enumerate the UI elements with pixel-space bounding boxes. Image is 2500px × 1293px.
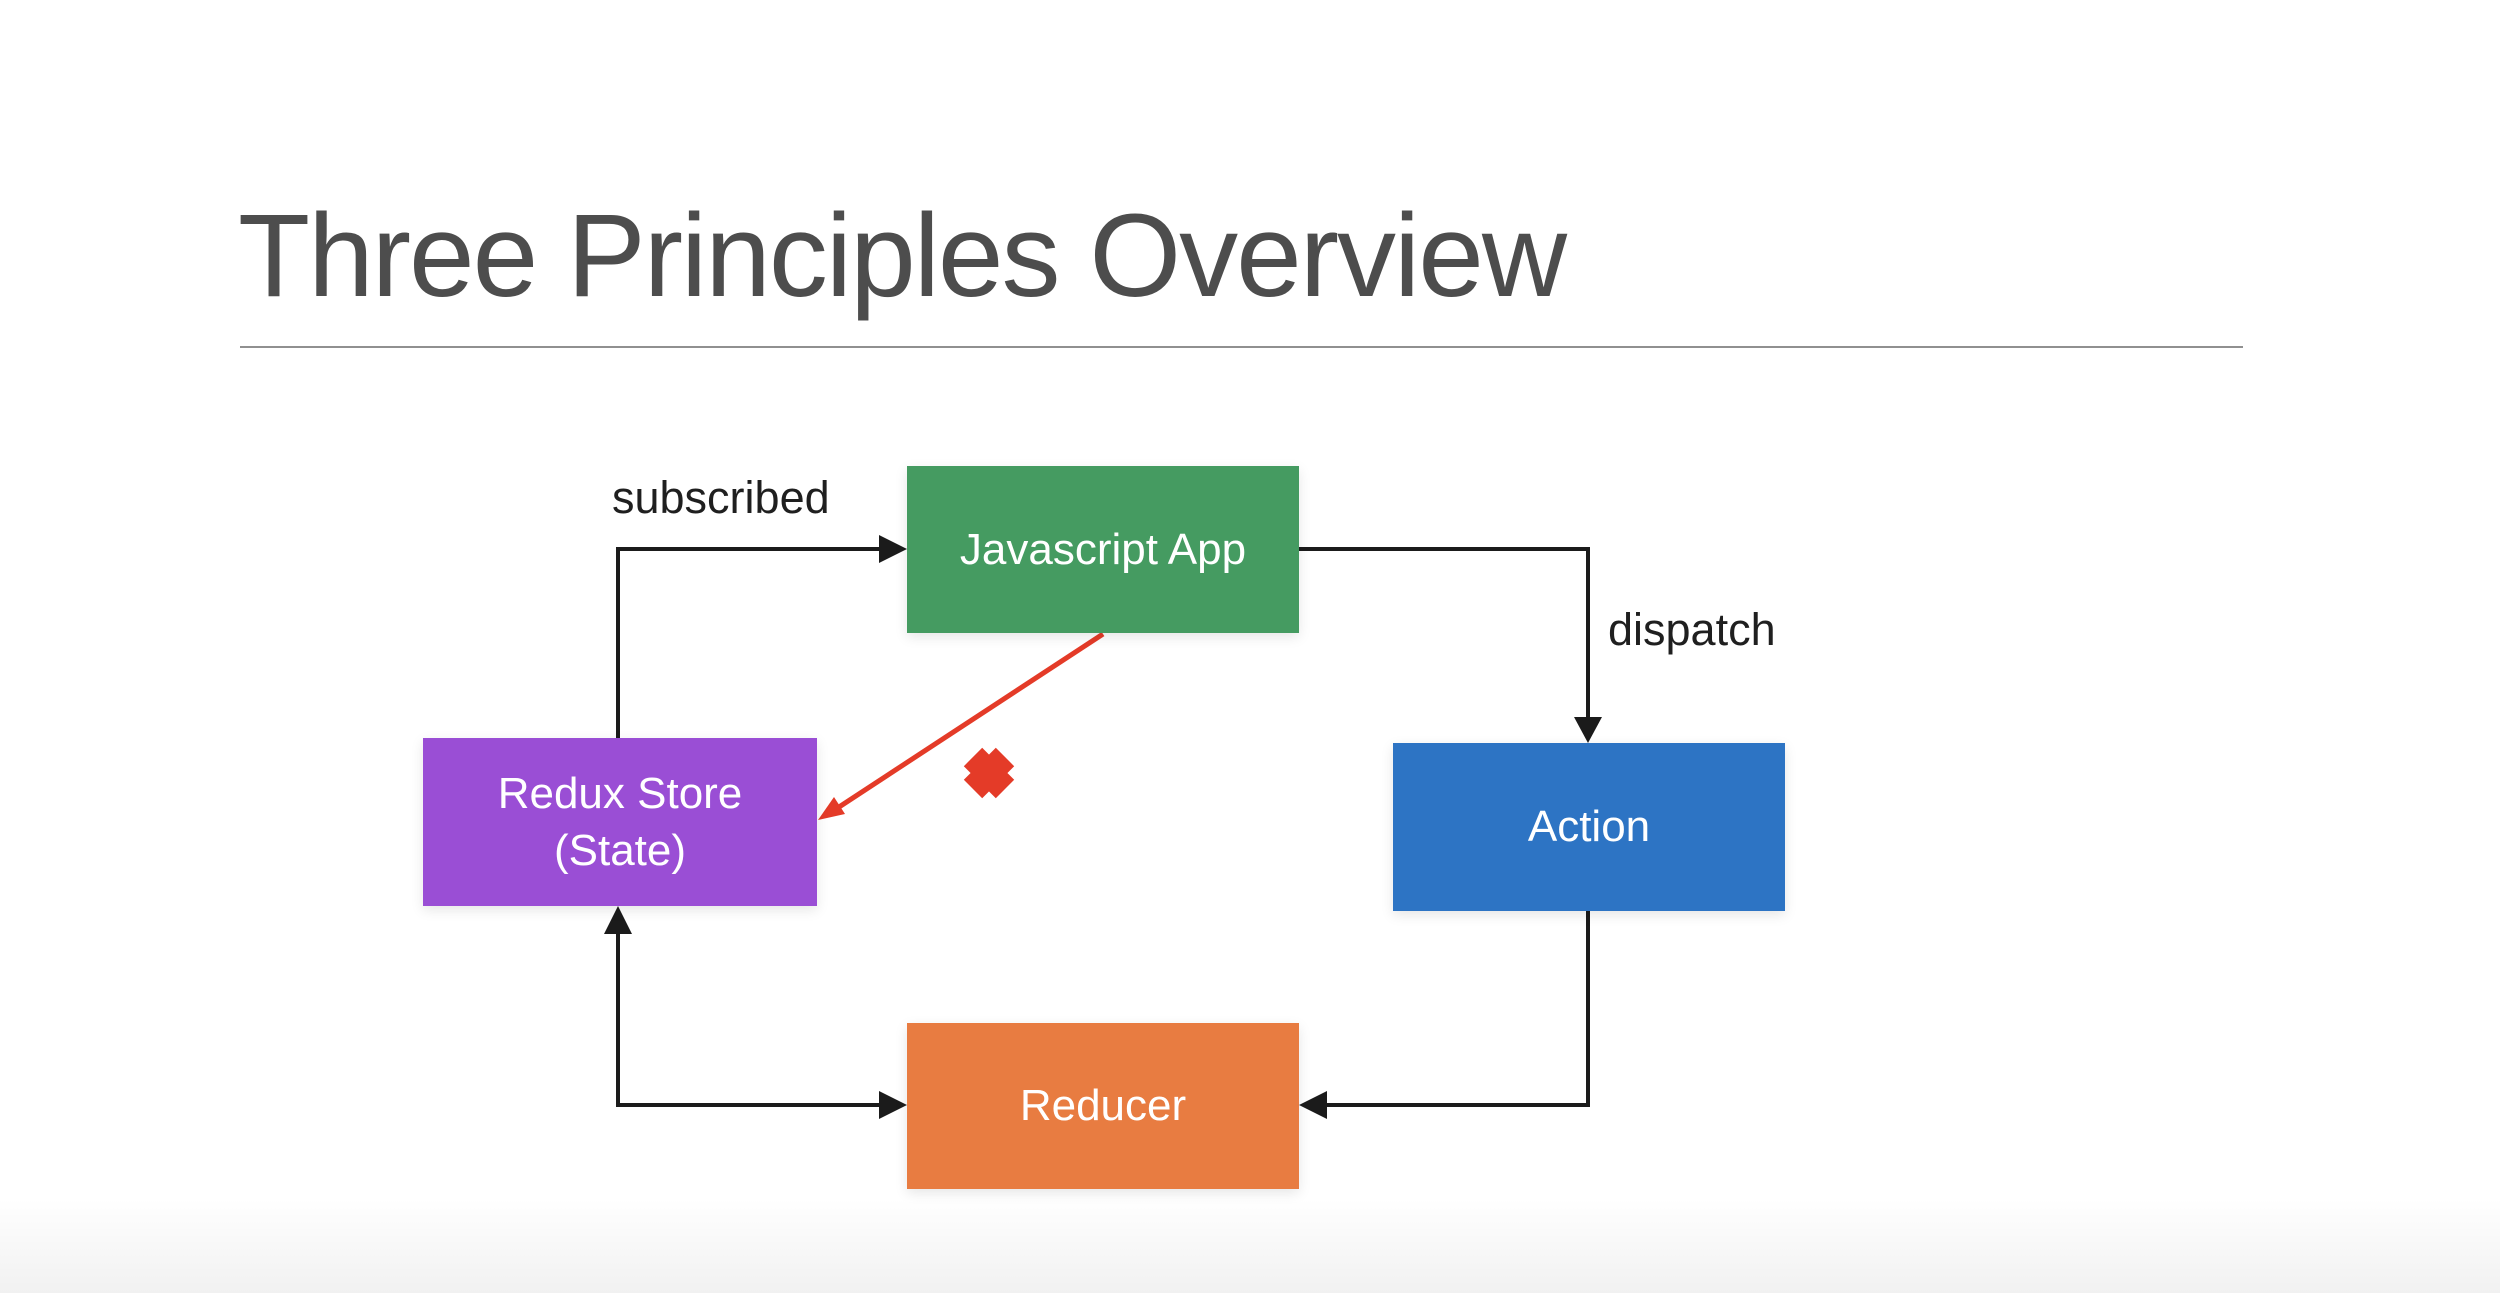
edge-label-dispatch: dispatch: [1608, 604, 1776, 655]
node-redux-store: Redux Store (State): [423, 738, 817, 906]
x-mark-icon: [963, 747, 1015, 799]
dispatch-arrow-line: [1299, 547, 1590, 717]
arrowhead-left-icon: [1299, 1091, 1327, 1119]
red-arrowhead-icon: [818, 797, 845, 820]
node-javascript-app: Javascript App: [907, 466, 1299, 633]
node-redux-store-sublabel: (State): [553, 826, 687, 875]
node-action: Action: [1393, 743, 1785, 911]
edge-label-subscribed: subscribed: [612, 472, 830, 523]
dispatch-arrow: [1299, 547, 1602, 743]
arrowhead-right-icon: [879, 535, 907, 563]
node-reducer-label: Reducer: [1019, 1081, 1187, 1131]
node-javascript-app-label: Javascript App: [959, 524, 1247, 574]
title-underline: [240, 346, 2243, 348]
arrowhead-down-icon: [1574, 717, 1602, 743]
subscribed-arrow: [616, 535, 907, 738]
node-redux-store-label: Redux Store: [497, 768, 743, 818]
blocked-update-arrow: [818, 631, 1105, 820]
blocked-update-line: [834, 631, 1105, 812]
node-action-label: Action: [1527, 802, 1651, 852]
reducer-to-store-line: [616, 934, 879, 1107]
arrowhead-right-icon: [879, 1091, 907, 1119]
node-reducer: Reducer: [907, 1023, 1299, 1189]
reducer-to-store-arrow: [604, 906, 907, 1119]
subscribed-arrow-line: [616, 547, 879, 738]
action-to-reducer-arrow: [1299, 911, 1590, 1119]
arrowhead-up-icon: [604, 906, 632, 934]
x-mark-strokes: [963, 747, 1015, 799]
page-title: Three Principles Overview: [238, 190, 1567, 322]
action-to-reducer-line: [1327, 911, 1590, 1107]
